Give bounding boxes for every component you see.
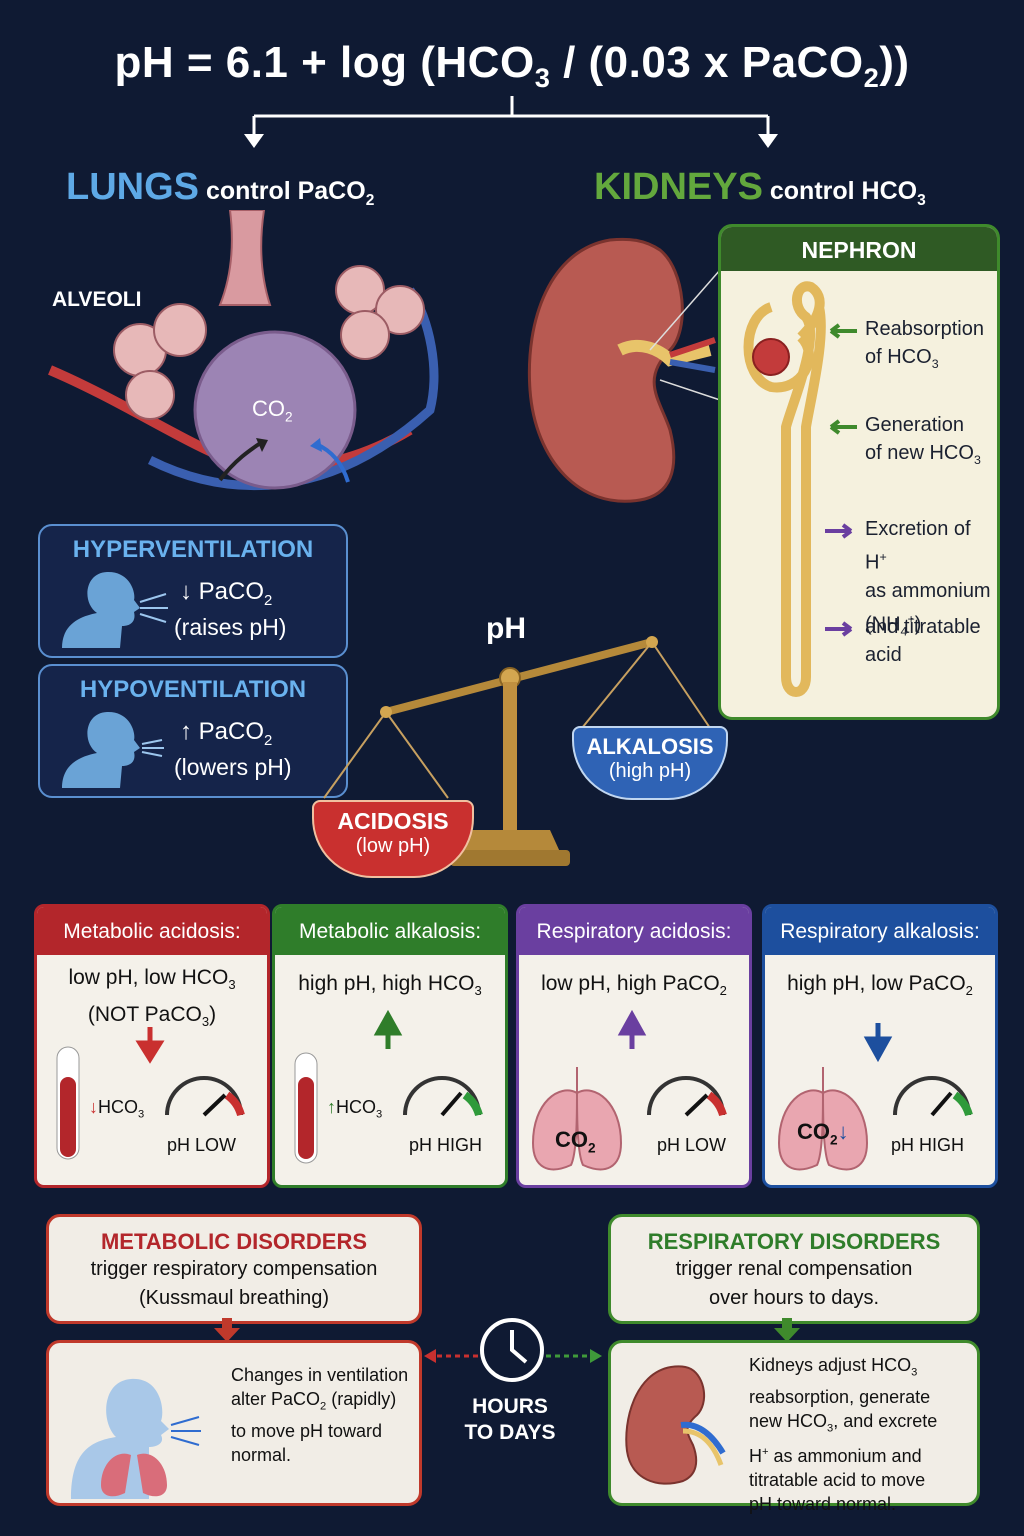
lungs-header: LUNGS control PaCO2 (66, 166, 375, 209)
respiratory-disorders-box: RESPIRATORY DISORDERS trigger renal comp… (608, 1214, 980, 1324)
card-title: Respiratory acidosis: (519, 907, 749, 955)
ph-gauge-label: pH LOW (167, 1135, 237, 1155)
ph-gauge-label: pH LOW (657, 1135, 727, 1155)
ph-formula: pH = 6.1 + log (HCO3 / (0.03 x PaCO2)) (114, 38, 910, 93)
alkalosis-pan: ALKALOSIS (high pH) (572, 726, 728, 800)
hyperventilation-title: HYPERVENTILATION (72, 536, 314, 563)
body-lungs-icon (71, 1378, 201, 1499)
respiratory-disorders-title: RESPIRATORY DISORDERS (647, 1229, 941, 1254)
alveoli-label: ALVEOLI (52, 288, 142, 311)
nephron-arrows (825, 323, 857, 637)
nephron-item-excretion: Excretion of H+as ammonium(NH4+) (865, 518, 991, 639)
card-description: low pH, low HCO3(NOT PaCO3) (68, 966, 236, 1030)
down-arrow-green (774, 1318, 800, 1342)
respiratory-alkalosis-card: Respiratory alkalosis: high pH, low PaCO… (762, 904, 998, 1188)
hco3-label: ↑HCO3 (327, 1097, 383, 1121)
kidneys-header: KIDNEYS control HCO3 (594, 166, 926, 209)
co2-label: CO2↓ (797, 1119, 849, 1148)
co2-label: CO2 (555, 1127, 596, 1156)
card-title: Respiratory alkalosis: (765, 907, 995, 955)
hypoventilation-effect: ↑ PaCO2 (180, 718, 273, 749)
card-description: low pH, high PaCO2 (541, 972, 727, 999)
formula-branch-arrows (244, 96, 778, 148)
head-profile-icon (62, 571, 168, 648)
down-arrow-red (214, 1318, 240, 1342)
card-graphics (294, 1009, 483, 1164)
metabolic-disorders-line1: trigger respiratory compensation (90, 1258, 378, 1280)
head-profile-icon (62, 711, 164, 788)
zoom-lines (649, 269, 721, 401)
hypoventilation-box: HYPOVENTILATION ↑ PaCO2 (lowers pH) (38, 664, 348, 798)
hyperventilation-effect: ↓ PaCO2 (180, 578, 273, 609)
respiratory-acidosis-card: Respiratory acidosis: low pH, high PaCO2… (516, 904, 752, 1188)
metabolic-alkalosis-card: Metabolic alkalosis: high pH, high HCO3 … (272, 904, 508, 1188)
clock-icon (424, 1318, 602, 1382)
hco3-label: ↓HCO3 (89, 1097, 145, 1121)
metabolic-disorders-line2: (Kussmaul breathing) (138, 1287, 330, 1309)
card-title: Metabolic acidosis: (37, 907, 267, 955)
card-description: high pH, high HCO3 (298, 972, 482, 999)
ph-gauge-label: pH HIGH (891, 1135, 965, 1155)
metabolic-disorders-title: METABOLIC DISORDERS (100, 1229, 368, 1254)
co2-label: CO2 (252, 396, 293, 425)
alveoli-illustration (48, 210, 439, 491)
hyperventilation-note: (raises pH) (174, 614, 287, 640)
card-graphics (531, 1009, 727, 1171)
metabolic-acidosis-card: Metabolic acidosis: low pH, low HCO3(NOT… (34, 904, 270, 1188)
hypoventilation-note: (lowers pH) (174, 754, 292, 780)
respiratory-disorders-line2: over hours to days. (708, 1287, 880, 1309)
card-description: high pH, low PaCO2 (787, 972, 973, 999)
scale-ph-label: pH (486, 612, 526, 645)
nephron-title: NEPHRON (721, 227, 997, 271)
card-graphics (56, 1027, 245, 1160)
kidney-icon (625, 1365, 726, 1485)
card-graphics (777, 1023, 973, 1171)
hyperventilation-box: HYPERVENTILATION ↓ PaCO2 (raises pH) (38, 524, 348, 658)
nephron-tubule (743, 281, 826, 697)
respiratory-disorders-line1: trigger renal compensation (675, 1258, 913, 1280)
card-title: Metabolic alkalosis: (275, 907, 505, 955)
ph-gauge-label: pH HIGH (409, 1135, 483, 1155)
hypoventilation-title: HYPOVENTILATION (79, 676, 307, 703)
metabolic-disorders-box: METABOLIC DISORDERS trigger respiratory … (46, 1214, 422, 1324)
balance-scale-icon (323, 636, 711, 866)
